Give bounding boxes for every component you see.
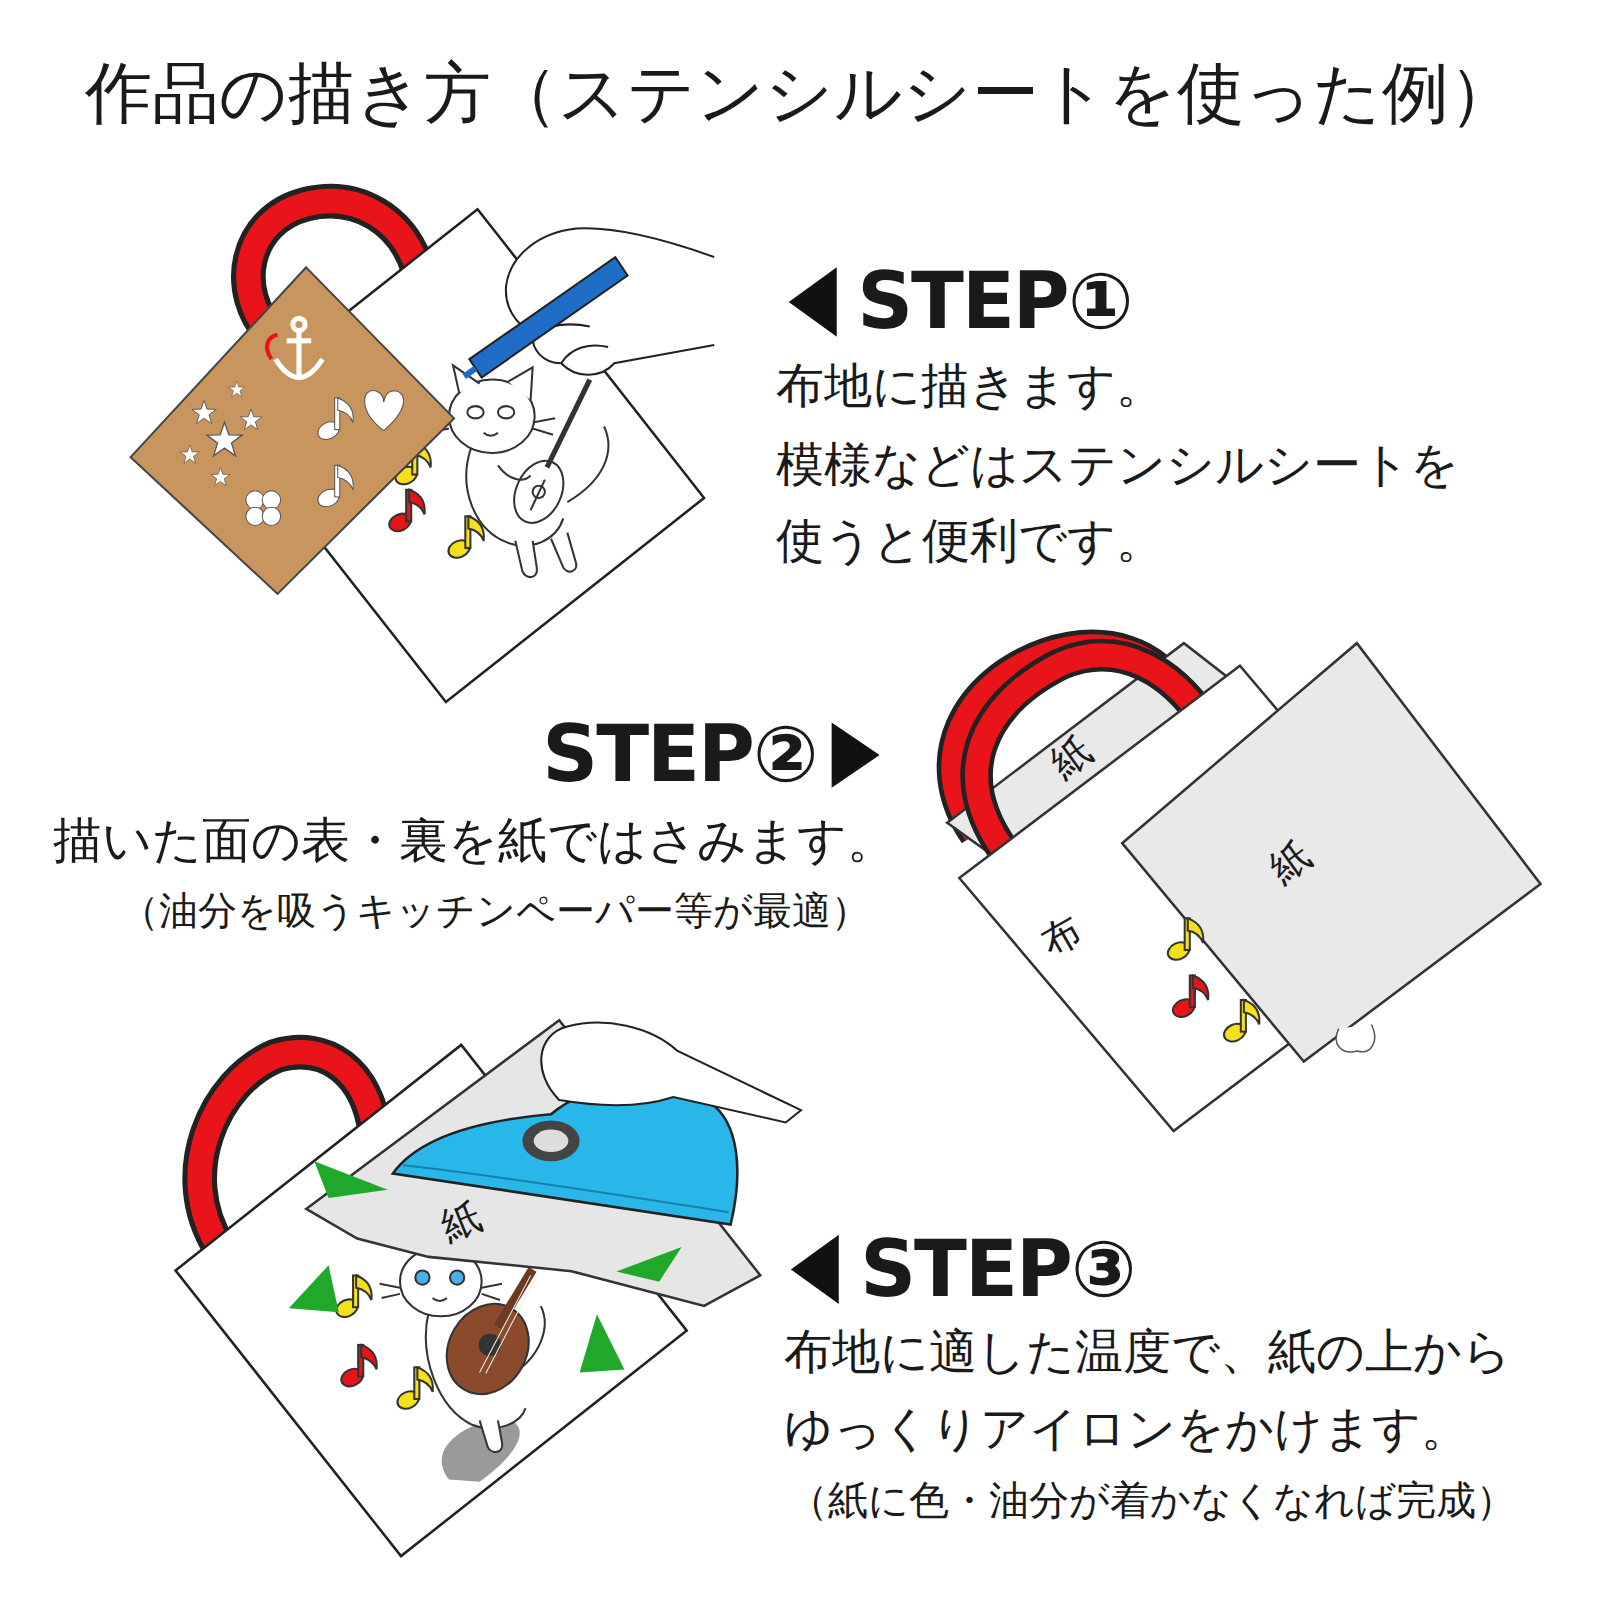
cat-drawing [498, 465, 531, 479]
stencil-cutout [240, 409, 262, 430]
anchor-cutout [287, 338, 311, 343]
cat-drawing [531, 480, 545, 511]
iron [534, 1130, 569, 1152]
marker-pen [464, 368, 475, 376]
stencil-cutout [180, 381, 403, 525]
step-heading: STEP② [542, 716, 816, 794]
iron [393, 1085, 737, 1224]
note-text: （油分を吸うキッチンペーパー等が最適） [120, 888, 870, 935]
step-heading-box: STEP③ [860, 1231, 1134, 1309]
instruction-text-box: 布地に適した温度で、紙の上から ゆっくりアイロンをかけます。 [784, 1313, 1532, 1466]
node-label: 布 [1034, 908, 1089, 964]
anchor-cutout [293, 318, 305, 330]
music-note [1165, 918, 1259, 1044]
heat-arrow [580, 1314, 625, 1372]
note-text: （紙に色・油分が着かなくなれば完成） [788, 1477, 1516, 1525]
iron [403, 1165, 729, 1212]
cat-drawing [508, 367, 532, 400]
stencil-cutout [207, 422, 242, 456]
stencil-cutout [192, 400, 216, 423]
instruction-text: 模様などはステンシルシートを 使うと便利です。 [776, 426, 1476, 579]
title-box: 作品の描き方（ステンシルシートを使った例） [0, 53, 1600, 134]
stencil-cutout [229, 381, 245, 396]
anchor-cutout [276, 318, 323, 379]
step-pointer [832, 722, 880, 787]
title: 作品の描き方（ステンシルシートを使った例） [0, 53, 1600, 134]
step-heading: STEP① [857, 263, 1131, 341]
node-text-box: 布 [1042, 915, 1081, 958]
cat-drawing [505, 453, 573, 531]
cat-drawing [380, 1247, 545, 1452]
music-note [1221, 1000, 1259, 1045]
cat-drawing [453, 365, 480, 393]
anchor-cutout [296, 331, 301, 380]
stencil-cutout [211, 468, 230, 486]
music-note [386, 490, 424, 535]
hand [506, 228, 714, 374]
stencil-cutout [315, 465, 353, 510]
cat-drawing [498, 1269, 533, 1326]
stencil-cutout [262, 507, 280, 525]
stencil-cutout [262, 491, 280, 509]
instruction-text-box: 描いた面の表・裏を紙ではさみます。 [53, 812, 896, 871]
heat-arrow [314, 1161, 387, 1198]
stencil-cutout [246, 507, 264, 525]
cat-drawing [467, 406, 483, 418]
cat-drawing [415, 1270, 429, 1284]
instruction-text-box: 布地に描きます。 [776, 354, 1164, 416]
paper-sheet-outline [1122, 643, 1540, 1061]
cat-drawing [547, 380, 590, 468]
music-note [338, 1345, 376, 1390]
instruction-text: 布地に適した温度で、紙の上から ゆっくりアイロンをかけます。 [784, 1313, 1532, 1466]
cat-drawing [433, 1298, 447, 1301]
hand [506, 228, 714, 374]
node-text-box: 紙 [1271, 841, 1310, 884]
music-note [446, 516, 484, 561]
heat-arrow [616, 1247, 681, 1282]
node-text-box: 紙 [442, 1201, 481, 1244]
cat-drawing [551, 533, 576, 572]
cat-drawing [515, 541, 537, 577]
cat-drawing [567, 427, 608, 503]
music-note [333, 1276, 371, 1321]
instruction-text: 布地に描きます。 [776, 354, 1164, 416]
node-text-box: 紙 [1052, 736, 1091, 779]
cat-drawing [380, 1284, 502, 1300]
cat-drawing [427, 365, 609, 577]
heat-arrow [289, 1265, 339, 1312]
note-text-box: （紙に色・油分が着かなくなれば完成） [788, 1477, 1516, 1525]
note-text-box: （油分を吸うキッチンペーパー等が最適） [120, 888, 870, 935]
iron [522, 1120, 579, 1161]
stencil-cutout [315, 398, 353, 443]
cat-foot [1336, 1024, 1375, 1051]
instruction-text: 描いた面の表・裏を紙ではさみます。 [53, 812, 896, 871]
stencil-sheet [131, 267, 454, 594]
cat-drawing [480, 1276, 536, 1374]
music-note [1170, 976, 1208, 1021]
stencil-cutout [180, 445, 199, 463]
stencil-cutout [246, 491, 264, 509]
cat-drawing [480, 1420, 503, 1452]
music-note [1165, 918, 1203, 963]
step-heading: STEP③ [860, 1231, 1134, 1309]
hand [541, 1023, 801, 1123]
music-note [333, 1276, 433, 1413]
step-heading-box: STEP② [542, 716, 816, 794]
cat-drawing [484, 433, 498, 436]
anchor-cutout [276, 359, 323, 377]
stencil-cutout [365, 391, 404, 431]
marker-pen [469, 257, 627, 377]
cat-drawing [498, 406, 514, 418]
step-pointer [789, 267, 837, 336]
node-label: 紙 [435, 1195, 487, 1249]
instruction-text-box: 模様などはステンシルシートを 使うと便利です。 [776, 426, 1476, 579]
red-arrow [267, 335, 277, 359]
music-note [395, 1367, 433, 1412]
cat-drawing [450, 1270, 464, 1284]
step-pointer [791, 1235, 839, 1304]
iron [393, 1085, 737, 1224]
step-heading-box: STEP① [857, 263, 1131, 341]
